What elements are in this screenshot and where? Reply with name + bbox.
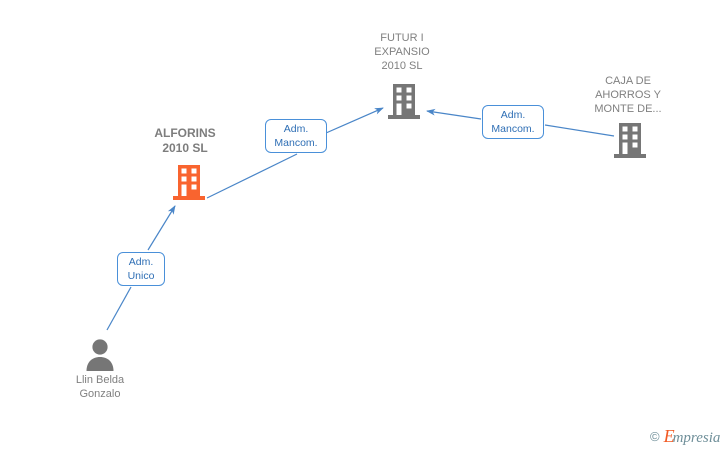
building-icon-glyph	[173, 165, 205, 200]
copyright-icon: ©	[650, 429, 660, 444]
relation-adm-mancom-caja-futur[interactable]: Adm. Mancom.	[482, 105, 544, 139]
relation-adm-mancom-alforins-futur[interactable]: Adm. Mancom.	[265, 119, 327, 153]
building-icon[interactable]	[387, 83, 421, 121]
person-icon-glyph	[86, 339, 114, 371]
relation-adm-unico-llin-alforins[interactable]: Adm. Unico	[117, 252, 165, 286]
relation-label-line1: Adm.	[128, 256, 154, 268]
relation-label-line1: Adm.	[283, 123, 309, 135]
brand-initial: E	[663, 426, 675, 446]
building-icon-glyph	[614, 123, 646, 158]
relation-label-line2: Mancom.	[274, 137, 318, 149]
empresia-watermark: © E mpresia	[650, 426, 720, 447]
building-icon[interactable]	[613, 122, 647, 160]
relation-label-line2: Mancom.	[491, 123, 535, 135]
person-icon[interactable]	[83, 337, 117, 371]
building-icon-glyph	[388, 84, 420, 119]
relation-label-line1: Adm.	[500, 109, 526, 121]
node-label-alforins-2010-sl: ALFORINS 2010 SL	[154, 126, 216, 155]
building-icon[interactable]	[172, 164, 206, 202]
node-label-llin-belda-gonzalo: Llin Belda Gonzalo	[75, 374, 125, 400]
relation-label-line2: Unico	[127, 270, 155, 282]
node-label-futur-i-expansio-2010-sl: FUTUR I EXPANSIO 2010 SL	[374, 32, 430, 72]
brand-rest: mpresia	[672, 430, 721, 446]
node-label-caja-de-ahorros-y-monte-de: CAJA DE AHORROS Y MONTE DE...	[594, 75, 662, 115]
brand-name: E mpresia	[664, 426, 721, 447]
